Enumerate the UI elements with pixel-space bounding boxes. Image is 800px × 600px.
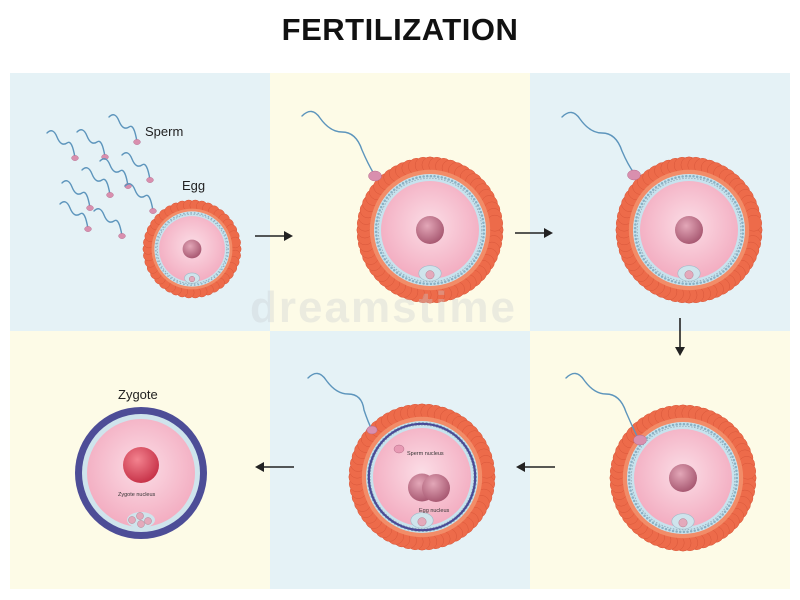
sperm-fusing [307,372,378,435]
sperm-head [627,169,641,181]
sperm-3 [46,130,79,161]
sperm-head [106,192,114,198]
polar-body [128,516,136,524]
cell-membrane [156,213,228,285]
egg-label: Egg [182,178,205,193]
egg-panel-2 [356,156,504,304]
sperm-head [86,205,94,211]
corona-radiata [348,403,496,551]
zona-granules [633,174,745,286]
sperm-label: Sperm [145,124,183,139]
sperm-tail [93,208,123,237]
sperm-head [633,434,647,446]
egg-panel-3 [615,156,763,304]
arrow-left-2 [255,462,294,472]
sperm-swarm [46,114,157,239]
egg-panel-1 [142,199,242,299]
fertilization-membrane [367,422,477,532]
polar-bodies [184,272,200,284]
diagram-title: FERTILIZATION [281,12,519,47]
egg-nucleus [416,216,444,244]
sperm-9 [93,208,126,239]
sperm-1 [108,114,141,145]
egg-nucleus [182,239,202,259]
sperm-head [71,155,79,161]
cells [75,156,763,552]
egg-nucleus-label: Egg nucleus [419,508,450,514]
cell-membrane [369,424,475,530]
arrow-left-1 [516,462,555,472]
sperm-head [146,177,154,183]
sperm-head [149,208,157,214]
egg-panel-5 [348,403,496,551]
sperm-tail [76,129,106,158]
egg-panel-4 [609,404,757,552]
zona-granules [155,211,230,287]
zygote-nucleus-label: Zygote nucleus [118,492,156,498]
sperm-penetrating-corona [561,111,641,181]
sperm-nucleus-label: Sperm nucleus [407,451,444,457]
arrow-right-2 [515,228,553,238]
sperm-head [118,233,126,239]
sperm-head [368,170,382,182]
egg-nucleus [675,216,703,244]
sperm-tail [121,152,151,181]
arrow-right-1 [255,231,293,241]
polar-body [137,520,145,528]
sperm-tail [61,180,91,209]
panel-1-background [10,73,270,331]
cell-membrane [377,177,483,283]
sperm-binding-zona [565,372,647,446]
cell-membrane [636,177,742,283]
zygote-nucleus [123,447,159,483]
egg-nucleus-panel-5 [422,474,450,502]
sperm-tail [108,114,138,143]
zona-granules [374,174,486,286]
attaching-sperm [301,110,647,446]
sperm-tail [46,130,76,159]
sperm-tail [565,372,639,439]
sperm-4 [121,152,154,183]
polar-bodies [677,265,701,282]
sperm-head [366,425,378,435]
sperm-approaching [301,110,382,182]
sperm-8 [124,183,157,214]
sperm-nucleus [393,444,405,454]
sperm-tail [59,201,89,230]
zona-granules [627,422,739,534]
sperm-head [84,226,92,232]
arrow-down [675,318,685,356]
sperm-tail [307,372,373,431]
sperm-tail [81,167,111,196]
sperm-tail [99,158,129,187]
egg-nucleus [669,464,697,492]
polar-bodies [410,512,434,529]
polar-body [136,512,144,520]
zygote [75,407,207,539]
cell-membrane [630,425,736,531]
polar-bodies [418,265,442,282]
sperm-10 [59,201,92,232]
sperm-tail [301,110,375,175]
watermark: dreamstime [250,283,518,332]
zygote-label: Zygote [118,387,158,402]
sperm-7 [61,180,94,211]
sperm-6 [81,167,114,198]
corona-radiata [356,156,504,304]
polar-body [144,517,152,525]
polar-bodies [671,513,695,530]
sperm-tail [561,111,635,174]
sperm-head [133,139,141,145]
sperm-tail [124,183,154,212]
